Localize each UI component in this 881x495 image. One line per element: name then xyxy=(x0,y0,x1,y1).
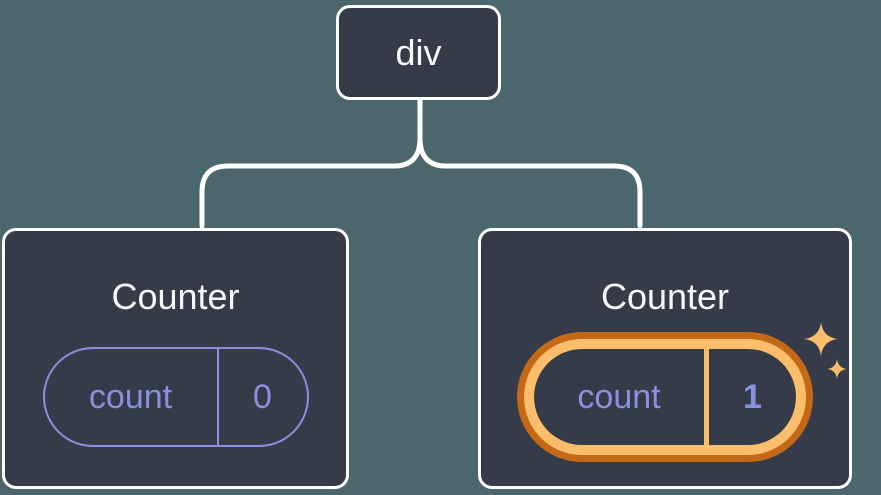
pill-divider xyxy=(704,349,709,445)
state-pill-right-highlighted: count 1 xyxy=(534,349,796,445)
state-label: count xyxy=(577,377,661,416)
root-node-div: div xyxy=(336,5,501,100)
counter-card-left: Counter count 0 xyxy=(2,228,349,489)
counter-title: Counter xyxy=(111,276,240,317)
state-value: 1 xyxy=(743,377,762,416)
connector-right-branch xyxy=(417,135,643,229)
sparkles-icon xyxy=(804,322,838,356)
counter-card-right: Counter count 1 xyxy=(478,228,852,489)
connector-left-branch xyxy=(199,135,423,229)
state-value: 0 xyxy=(253,377,272,416)
state-label: count xyxy=(88,377,173,416)
counter-title: Counter xyxy=(600,276,730,317)
state-pill-left: count 0 xyxy=(42,347,309,447)
root-node-label: div xyxy=(395,31,442,73)
pill-divider xyxy=(216,349,219,445)
sparkles-icon xyxy=(827,359,847,379)
